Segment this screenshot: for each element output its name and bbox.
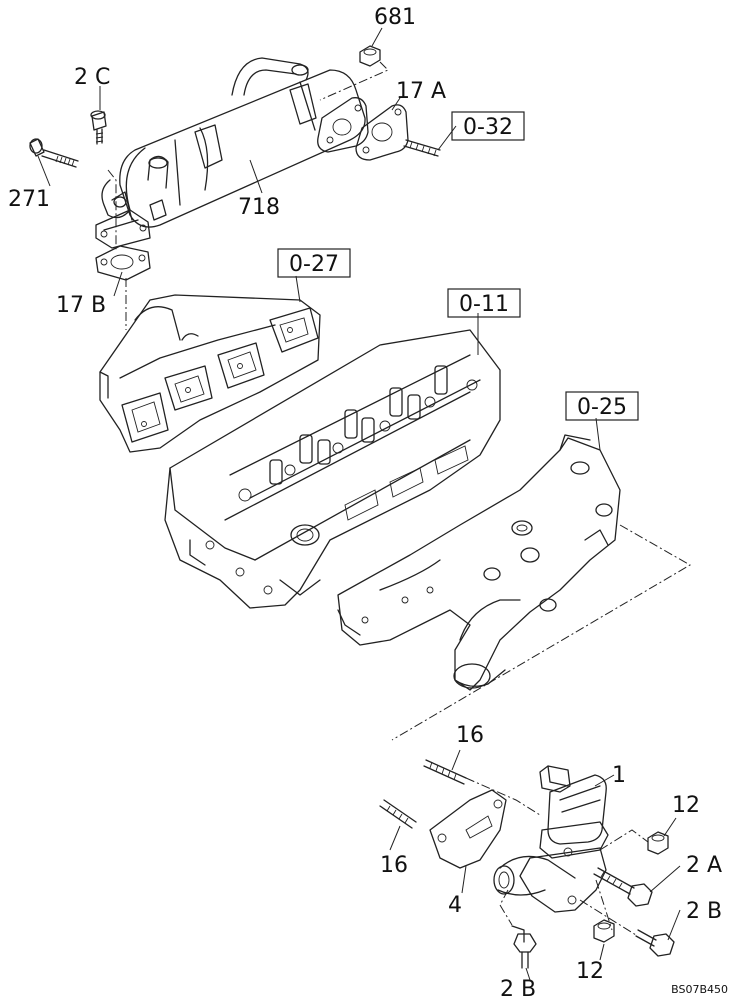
bolt-part-2c: [90, 110, 107, 145]
ref-label-0-11: 0-11: [459, 292, 509, 317]
gasket-part-4: [429, 789, 507, 869]
bolt-part-2b-lower: [511, 925, 537, 969]
bolt-part-2b-right: [635, 929, 675, 957]
exhaust-manifold: [99, 294, 321, 453]
ref-box-0-32[interactable]: 0-32: [451, 111, 525, 141]
label-4: 4: [448, 893, 462, 918]
label-2a: 2 A: [686, 853, 722, 878]
stud-part-16-upper: [423, 759, 467, 785]
label-2b-right: 2 B: [686, 899, 722, 924]
ref-box-0-25[interactable]: 0-25: [565, 391, 639, 421]
label-12-upper: 12: [672, 793, 700, 818]
ref-label-0-25: 0-25: [577, 395, 627, 420]
egr-valve-part-1: [493, 765, 609, 913]
label-17b: 17 B: [56, 293, 106, 318]
label-681: 681: [374, 5, 416, 30]
label-2c: 2 C: [74, 65, 110, 90]
stud-part-16-lower: [379, 799, 417, 829]
nut-part-12-lower: [593, 919, 615, 943]
label-2b-lower: 2 B: [500, 977, 536, 1000]
label-12-lower: 12: [576, 959, 604, 984]
label-271: 271: [8, 187, 50, 212]
ref-label-0-27: 0-27: [289, 252, 339, 277]
nut-part-681: [359, 45, 381, 67]
label-718: 718: [238, 195, 280, 220]
egr-cooler-part-718: [95, 57, 369, 249]
label-17a: 17 A: [396, 79, 446, 104]
ref-label-0-32: 0-32: [463, 115, 513, 140]
gasket-part-17a: [355, 104, 409, 161]
label-16-lower: 16: [380, 853, 408, 878]
gasket-part-17b: [95, 245, 151, 281]
nut-part-12-upper: [647, 831, 669, 855]
bolt-part-2a: [593, 867, 653, 907]
label-1: 1: [612, 763, 626, 788]
cylinder-head: [164, 329, 501, 609]
figure-code: BS07B450: [671, 983, 728, 996]
stud-bolt: [403, 139, 441, 157]
bolt-part-271: [29, 138, 79, 168]
label-16-upper: 16: [456, 723, 484, 748]
intake-manifold: [337, 434, 621, 691]
ref-box-0-11[interactable]: 0-11: [447, 288, 521, 318]
ref-box-0-27[interactable]: 0-27: [277, 248, 351, 278]
